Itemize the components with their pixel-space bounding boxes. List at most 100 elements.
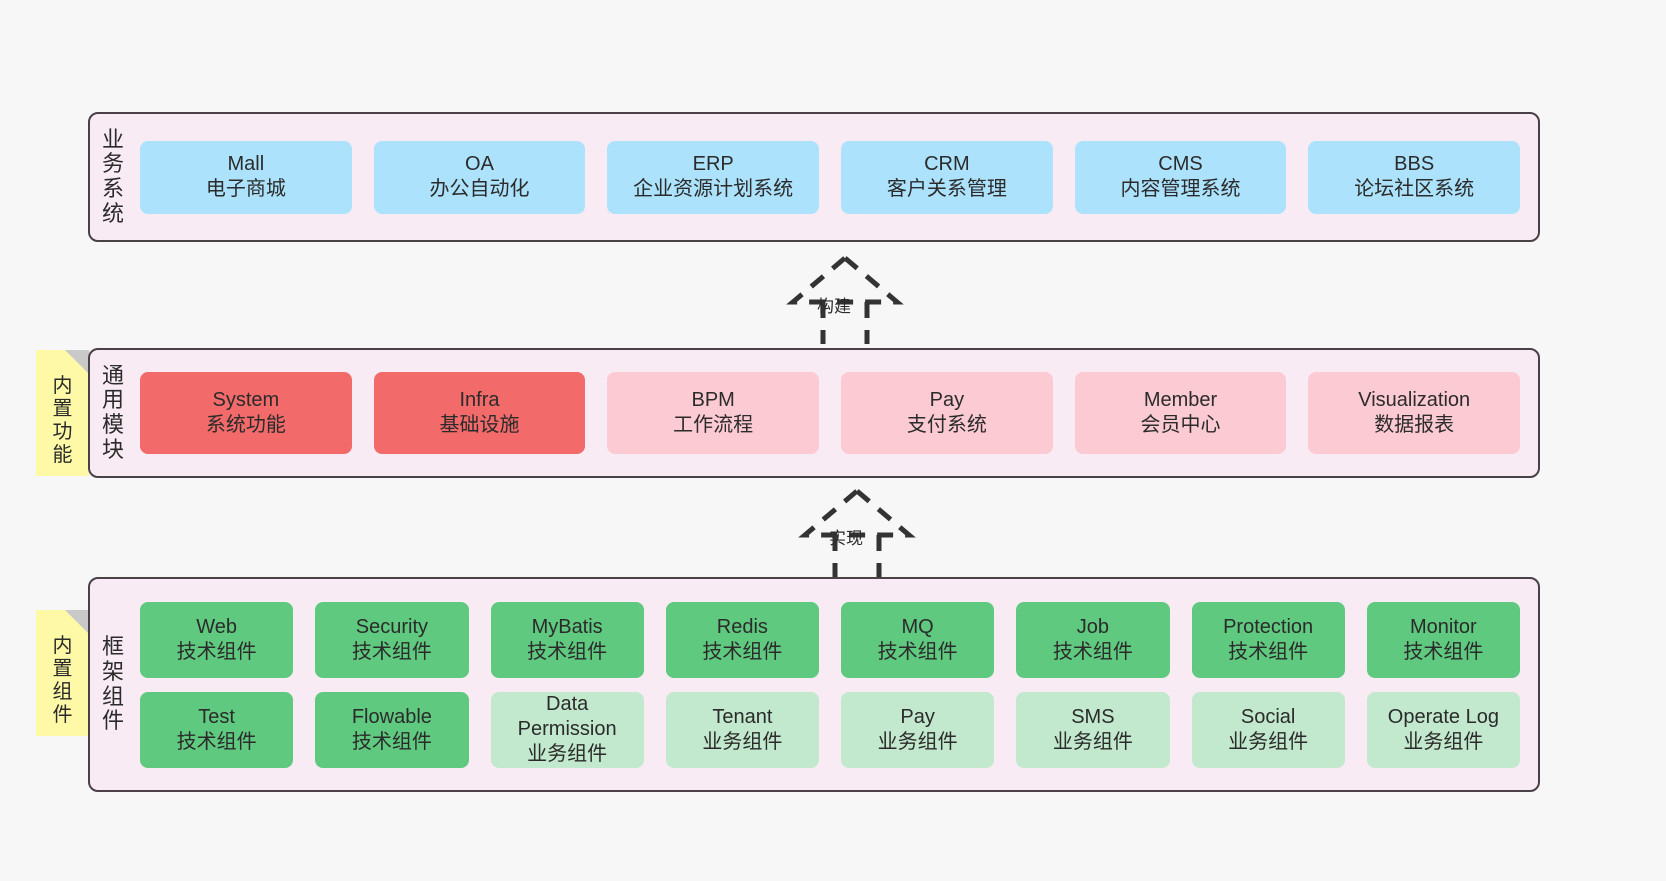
module-box-subtitle: 业务组件 bbox=[1403, 730, 1484, 753]
module-box-subtitle: 技术组件 bbox=[527, 640, 608, 663]
module-box-title: Web bbox=[196, 615, 237, 638]
module-box-subtitle: 会员中心 bbox=[1140, 414, 1221, 436]
label-char: 业 bbox=[101, 126, 124, 152]
module-box-title: Member bbox=[1143, 389, 1218, 412]
note-builtin-features: 内置功能 bbox=[36, 350, 89, 476]
module-box-subtitle: 工作流程 bbox=[673, 414, 754, 436]
note-builtin-components-text: 内置组件 bbox=[53, 635, 73, 727]
label-char: 统 bbox=[101, 200, 124, 226]
layer-business-systems-label: 业务系统 bbox=[90, 114, 136, 240]
note-builtin-components: 内置组件 bbox=[36, 610, 89, 736]
label-char: 件 bbox=[52, 704, 73, 726]
module-box-subtitle: 业务组件 bbox=[1228, 730, 1309, 753]
label-char: 框 bbox=[101, 634, 124, 660]
module-box-title: Mall bbox=[227, 153, 265, 176]
connector-build-label: 构建 bbox=[817, 297, 851, 316]
label-char: 架 bbox=[101, 658, 124, 684]
label-char: 件 bbox=[101, 708, 124, 734]
label-char: 组 bbox=[52, 681, 73, 703]
label-char: 置 bbox=[52, 658, 73, 680]
module-box-subtitle: 技术组件 bbox=[877, 640, 958, 663]
module-box-title: BBS bbox=[1394, 153, 1435, 176]
module-box-subtitle: 业务组件 bbox=[877, 730, 958, 753]
label-char: 模 bbox=[101, 412, 124, 437]
module-box-title: Pay bbox=[929, 389, 965, 412]
module-box-subtitle: 技术组件 bbox=[1228, 640, 1309, 663]
module-box-title: MQ bbox=[901, 615, 934, 638]
module-box-title: System bbox=[212, 389, 280, 412]
label-char: 系 bbox=[101, 176, 124, 201]
module-box-title: Redis bbox=[716, 615, 768, 638]
label-char: 组 bbox=[101, 683, 124, 709]
module-box-subtitle: 内容管理系统 bbox=[1120, 178, 1241, 200]
module-box-subtitle: 企业资源计划系统 bbox=[633, 178, 794, 200]
module-box-subtitle: 业务组件 bbox=[527, 742, 608, 765]
module-box-title: ERP bbox=[692, 153, 734, 176]
note-fold-icon bbox=[65, 610, 89, 634]
module-box-subtitle: 系统功能 bbox=[205, 414, 286, 436]
module-box-subtitle: 技术组件 bbox=[351, 730, 432, 753]
module-box-title: Flowable bbox=[351, 705, 432, 728]
module-box-title: Monitor bbox=[1410, 615, 1477, 638]
note-fold-icon bbox=[65, 350, 89, 374]
module-box-title: Test bbox=[198, 705, 235, 728]
module-box-title: BPM bbox=[691, 389, 735, 412]
module-box-subtitle: 技术组件 bbox=[176, 730, 257, 753]
module-box-title: Data Permission bbox=[517, 693, 617, 741]
module-box-title: Social bbox=[1240, 705, 1296, 728]
module-box-subtitle: 基础设施 bbox=[439, 414, 520, 436]
module-box-subtitle: 技术组件 bbox=[351, 640, 432, 663]
module-box-subtitle: 业务组件 bbox=[1052, 730, 1133, 753]
layer-common-modules-label: 通用模块 bbox=[90, 350, 136, 476]
label-char: 通 bbox=[101, 362, 124, 388]
module-box-subtitle: 办公自动化 bbox=[429, 178, 530, 200]
module-box-subtitle: 技术组件 bbox=[1052, 640, 1133, 663]
module-box-subtitle: 业务组件 bbox=[702, 730, 783, 753]
label-char: 用 bbox=[101, 387, 124, 413]
label-char: 块 bbox=[101, 436, 124, 462]
module-box-title: CRM bbox=[924, 153, 970, 176]
layer-framework-components-label: 框架组件 bbox=[90, 579, 136, 790]
module-box-title: OA bbox=[465, 153, 494, 176]
module-box-subtitle: 数据报表 bbox=[1374, 414, 1455, 436]
label-char: 内 bbox=[52, 635, 73, 657]
module-box-title: Operate Log bbox=[1387, 705, 1499, 728]
